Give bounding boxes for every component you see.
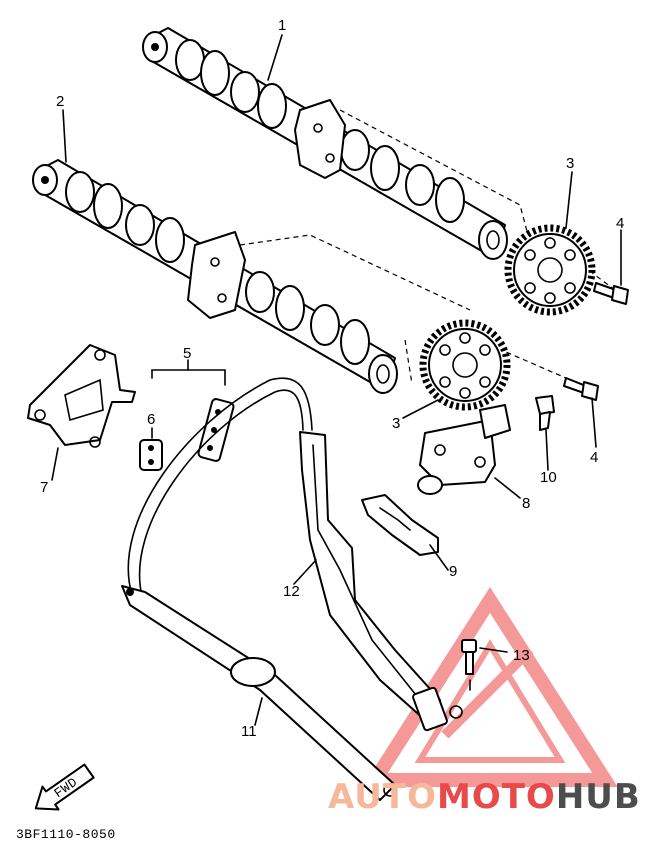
- chain-guide-exhaust: [121, 585, 397, 801]
- camshaft-intake: [32, 159, 398, 394]
- label-13: 13: [513, 647, 530, 664]
- tensioner-bolt: [535, 395, 555, 431]
- watermark-moto: MOTO: [437, 777, 556, 817]
- chain-joint-set: [197, 398, 235, 462]
- chain-tensioner: [417, 404, 511, 495]
- chain-guide-intake: [299, 431, 463, 732]
- chain-link: [139, 439, 163, 471]
- label-1: 1: [278, 17, 286, 34]
- label-2: 2: [56, 93, 64, 110]
- cam-sprocket-lower: [419, 319, 511, 411]
- label-12: 12: [283, 583, 300, 600]
- cam-sprocket-upper: [504, 224, 596, 316]
- watermark-text: AUTOMOTOHUB: [328, 777, 641, 817]
- bolt-upper: [593, 282, 629, 305]
- label-4-upper: 4: [616, 215, 624, 232]
- part-labels: 1 2 3 3 4 4 5 6 7 8 9 10 11 12 13: [40, 17, 624, 740]
- forward-arrow-icon: FWD: [34, 763, 95, 811]
- diagram-code: 3BF1110-8050: [16, 827, 116, 842]
- label-10: 10: [540, 469, 557, 486]
- label-3-lower: 3: [392, 415, 400, 432]
- alignment-lines: [239, 109, 616, 385]
- leader-lines: [51, 34, 622, 726]
- label-8: 8: [522, 495, 530, 512]
- camshaft-exhaust: [142, 27, 508, 260]
- cam-chain-guide-bracket: [27, 344, 136, 448]
- cam-chain: [127, 377, 313, 597]
- label-6: 6: [147, 411, 155, 428]
- bolt-lower: [563, 377, 599, 401]
- label-11: 11: [241, 723, 257, 740]
- label-7: 7: [40, 479, 48, 496]
- label-5: 5: [183, 345, 191, 362]
- label-4-lower: 4: [590, 449, 598, 466]
- label-3-upper: 3: [566, 155, 574, 172]
- watermark-hub: HUB: [556, 777, 641, 817]
- tensioner-gasket: [361, 494, 439, 556]
- watermark-auto: AUTO: [328, 777, 437, 817]
- guide-bolt: [461, 639, 477, 675]
- label-9: 9: [449, 563, 457, 580]
